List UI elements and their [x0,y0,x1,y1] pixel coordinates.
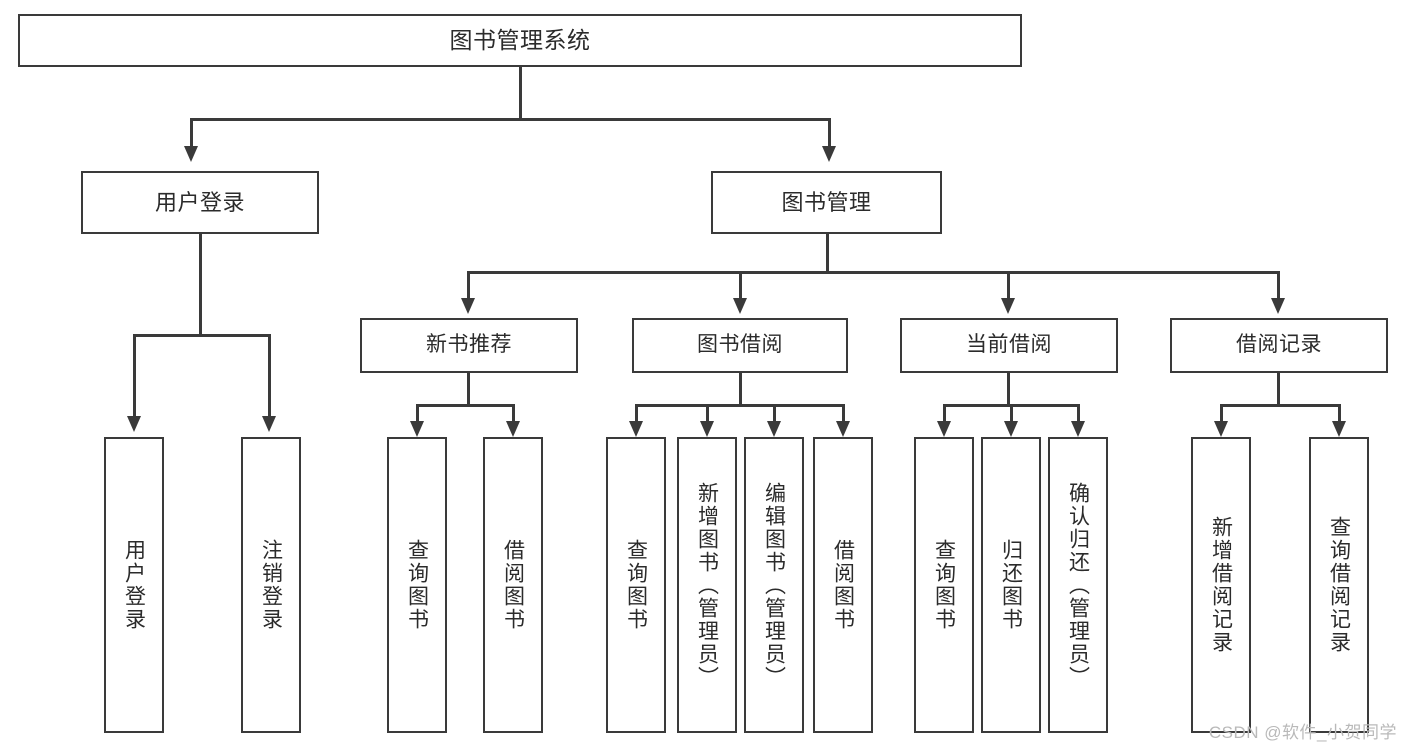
connector-to-current-borrow [1007,271,1010,298]
leaf-user-login-logout[interactable]: 注销登录 [241,437,301,733]
connector-new-book-child-2 [512,404,515,422]
node-label: 图书管理系统 [449,26,591,53]
arrowhead-to-user-login [184,146,198,162]
connector-user-login-child-1 [133,334,136,416]
leaf-book-borrow-query[interactable]: 查询图书 [606,437,666,733]
connector-borrow-record-child-2 [1338,404,1341,422]
leaf-new-book-borrow[interactable]: 借阅图书 [483,437,543,733]
node-label: 图书借阅 [697,333,783,357]
connector-book-borrow-bar [635,404,844,407]
connector-root-bar [190,118,830,121]
arrowhead-to-new-book [461,298,475,314]
node-borrow-record[interactable]: 借阅记录 [1170,318,1388,373]
connector-user-login-child-2 [268,334,271,416]
leaf-book-borrow-borrow[interactable]: 借阅图书 [813,437,873,733]
connector-to-borrow-record [1277,271,1280,298]
arrowhead-to-book-manage [822,146,836,162]
node-label: 借阅图书 [831,539,855,631]
node-label: 编辑图书（管理员） [762,481,786,689]
node-root-system[interactable]: 图书管理系统 [18,14,1022,67]
arrowhead-to-borrow-record [1271,298,1285,314]
node-label: 注销登录 [259,539,283,631]
node-new-book-recommend[interactable]: 新书推荐 [360,318,578,373]
connector-to-book-borrow [739,271,742,298]
arrowhead-book-borrow-child-2 [700,421,714,437]
connector-new-book-child-1 [416,404,419,422]
leaf-current-borrow-return[interactable]: 归还图书 [981,437,1041,733]
connector-current-borrow-child-1 [943,404,946,422]
arrowhead-user-login-child-1 [127,416,141,432]
leaf-current-borrow-query[interactable]: 查询图书 [914,437,974,733]
connector-book-borrow-child-1 [635,404,638,422]
node-label: 用户登录 [122,539,146,631]
connector-new-book-bar [416,404,514,407]
node-user-login[interactable]: 用户登录 [81,171,319,234]
connector-user-login-bar [133,334,270,337]
node-book-borrow[interactable]: 图书借阅 [632,318,848,373]
node-label: 图书管理 [781,189,872,215]
node-book-manage[interactable]: 图书管理 [711,171,942,234]
arrowhead-user-login-child-2 [262,416,276,432]
arrowhead-book-borrow-child-1 [629,421,643,437]
arrowhead-current-borrow-child-1 [937,421,951,437]
connector-new-book-stem [467,373,470,405]
arrowhead-to-book-borrow [733,298,747,314]
node-label: 用户登录 [154,189,245,215]
arrowhead-current-borrow-child-2 [1004,421,1018,437]
connector-current-borrow-stem [1007,373,1010,405]
connector-book-borrow-child-2 [706,404,709,422]
node-current-borrow[interactable]: 当前借阅 [900,318,1118,373]
connector-book-borrow-child-4 [842,404,845,422]
node-label: 新增图书（管理员） [695,481,719,689]
node-label: 查询借阅记录 [1327,516,1351,654]
arrowhead-borrow-record-child-2 [1332,421,1346,437]
leaf-book-borrow-add[interactable]: 新增图书（管理员） [677,437,737,733]
connector-to-book-manage [828,118,831,146]
leaf-book-borrow-edit[interactable]: 编辑图书（管理员） [744,437,804,733]
arrowhead-current-borrow-child-3 [1071,421,1085,437]
node-label: 查询图书 [932,539,956,631]
arrowhead-new-book-child-2 [506,421,520,437]
connector-book-borrow-stem [739,373,742,405]
arrowhead-book-borrow-child-3 [767,421,781,437]
arrowhead-new-book-child-1 [410,421,424,437]
csdn-watermark: CSDN @软件_小贺同学 [1208,723,1397,742]
node-label: 新增借阅记录 [1209,516,1233,654]
node-label: 借阅记录 [1236,333,1322,357]
node-label: 确认归还（管理员） [1066,481,1090,689]
node-label: 查询图书 [405,539,429,631]
connector-book-manage-bar [467,271,1279,274]
arrowhead-to-current-borrow [1001,298,1015,314]
node-label: 新书推荐 [426,333,512,357]
connector-borrow-record-child-1 [1220,404,1223,422]
node-label: 归还图书 [999,539,1023,631]
connector-user-login-stem [199,234,202,335]
leaf-borrow-record-query[interactable]: 查询借阅记录 [1309,437,1369,733]
arrowhead-borrow-record-child-1 [1214,421,1228,437]
connector-to-new-book [467,271,470,298]
connector-current-borrow-child-3 [1077,404,1080,422]
connector-book-manage-stem [826,234,829,272]
leaf-current-borrow-confirm-return[interactable]: 确认归还（管理员） [1048,437,1108,733]
leaf-borrow-record-add[interactable]: 新增借阅记录 [1191,437,1251,733]
leaf-user-login-login[interactable]: 用户登录 [104,437,164,733]
leaf-new-book-query[interactable]: 查询图书 [387,437,447,733]
node-label: 当前借阅 [966,333,1052,357]
node-label: 借阅图书 [501,539,525,631]
arrowhead-book-borrow-child-4 [836,421,850,437]
node-label: 查询图书 [624,539,648,631]
connector-borrow-record-bar [1220,404,1340,407]
connector-borrow-record-stem [1277,373,1280,405]
connector-root-stem [519,67,522,119]
connector-to-user-login [190,118,193,146]
connector-book-borrow-child-3 [773,404,776,422]
connector-current-borrow-child-2 [1010,404,1013,422]
